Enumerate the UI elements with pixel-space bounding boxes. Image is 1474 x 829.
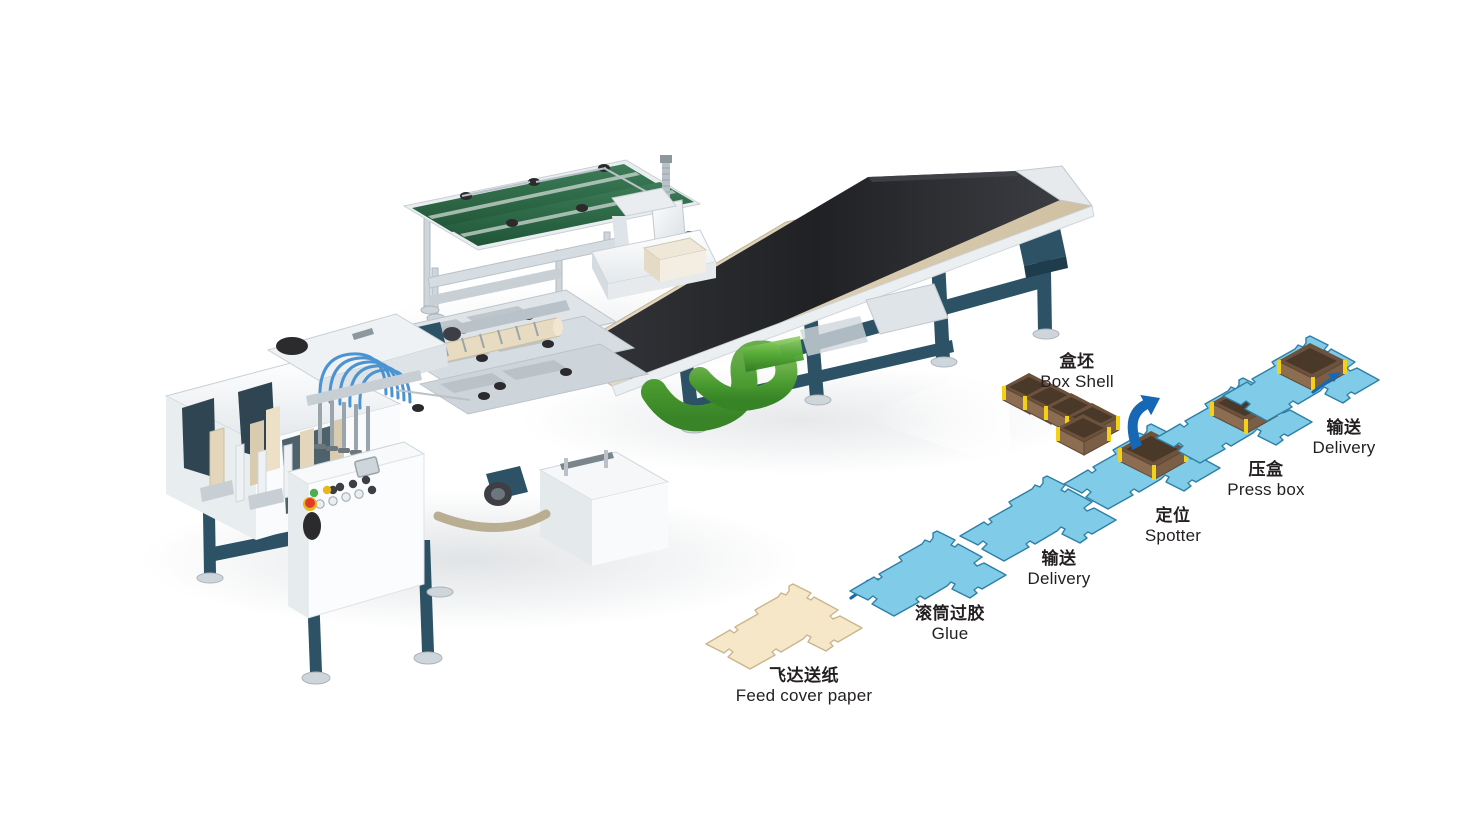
indicator-lights (309, 485, 338, 509)
rotate-arrow-icon (1127, 394, 1161, 451)
flow-shape-delivery-1 (959, 475, 1117, 562)
callout-wedge (862, 352, 1012, 470)
positioning-arm (591, 155, 717, 300)
green-belt-conveyor (402, 159, 702, 323)
process-flow-graphics (705, 335, 1380, 670)
emergency-stop-button[interactable] (303, 497, 317, 511)
flow-shape-box-shell-row (1002, 373, 1120, 456)
suction-tubes (306, 352, 471, 457)
flow-shape-glue (849, 530, 1007, 617)
control-knobs[interactable] (328, 475, 377, 502)
main-belt-conveyor (565, 165, 1095, 434)
flow-arrow-6 (1311, 372, 1341, 394)
paper-feeder (164, 313, 471, 685)
control-panel-cabinet (286, 441, 426, 619)
extraction-hose (641, 336, 804, 432)
box-shell-5 (1056, 414, 1111, 456)
flow-shape-feed-cover-paper (705, 583, 863, 670)
flow-shape-delivery-2 (1222, 335, 1380, 422)
